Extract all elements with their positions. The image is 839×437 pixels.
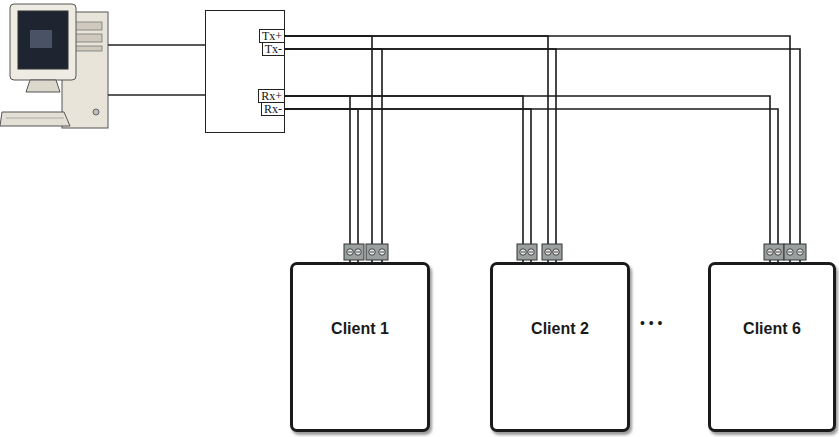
bus-wire [285, 96, 350, 262]
keyboard-keys [6, 118, 64, 119]
client-name: Client 1 [331, 320, 389, 338]
client-box: Client 2 [490, 262, 630, 432]
bus-wire [285, 36, 790, 262]
ellipsis-label: • • • [640, 315, 662, 331]
terminal-block [784, 244, 806, 260]
bus-wire [285, 109, 778, 262]
keyboard [0, 112, 70, 126]
pc-cable [108, 94, 205, 96]
converter-box: Tx+Tx- Rx+Rx- [205, 10, 285, 133]
screen-logo [30, 30, 52, 48]
client-name: Client 6 [743, 320, 801, 338]
client-name: Client 2 [531, 320, 589, 338]
bus-wire [285, 109, 358, 262]
monitor-stand [26, 80, 60, 92]
bus-wire [285, 96, 770, 262]
terminal-block [344, 244, 364, 260]
pin-label: Tx- [262, 42, 285, 56]
monitor [10, 4, 76, 80]
pin-label: Rx+ [258, 89, 285, 103]
bus-wire [285, 96, 523, 262]
client-box: Client 6 [708, 262, 836, 432]
bus-wire [285, 49, 800, 262]
pin-label: Rx- [261, 102, 285, 116]
bus-wire [285, 49, 382, 262]
terminal-block [366, 244, 388, 260]
terminal-block [517, 244, 537, 260]
terminal-block [542, 244, 562, 260]
client-box: Client 1 [290, 262, 430, 432]
terminal-block [764, 244, 784, 260]
power-button [93, 109, 99, 115]
bus-wire [285, 49, 556, 262]
bus-wire [285, 36, 372, 262]
monitor-screen [18, 11, 68, 69]
pc-cable [108, 44, 205, 46]
bus-wire [285, 109, 531, 262]
bus-wire [285, 36, 548, 262]
pin-label: Tx+ [259, 29, 285, 43]
